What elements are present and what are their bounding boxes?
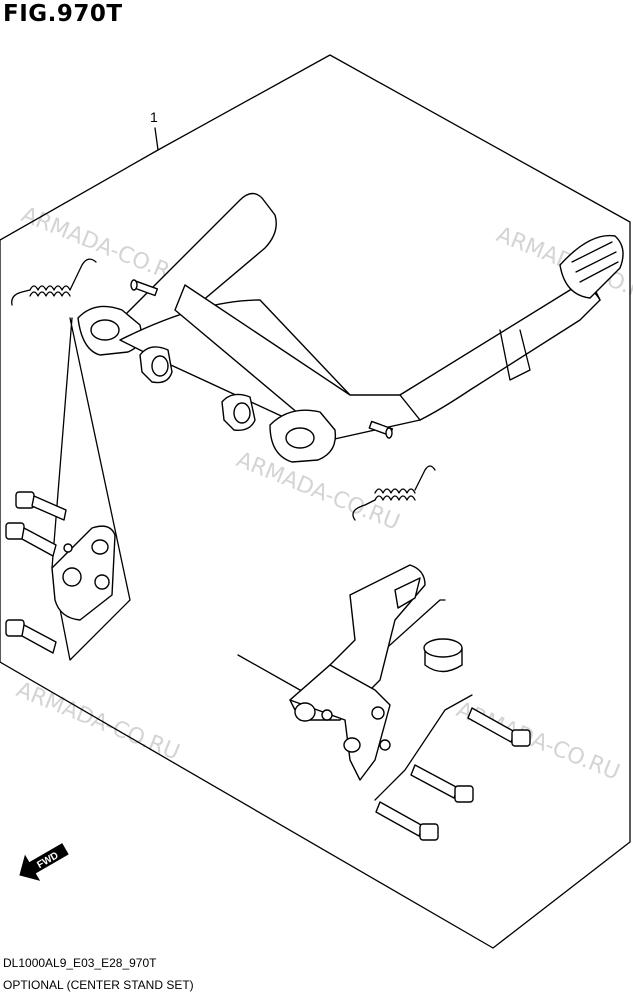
- return-spring-left: [11, 258, 97, 306]
- bolt-right-lower: [375, 801, 439, 841]
- return-spring-right: [352, 465, 436, 521]
- pivot-bracket-left: [51, 525, 116, 621]
- pivot-bracket-right: [289, 564, 426, 781]
- callout-number: 1: [150, 109, 158, 125]
- kit-boundary: [0, 54, 631, 949]
- diagram-code: DL1000AL9_E03_E28_970T: [3, 956, 157, 970]
- watermark-4: ARMADA-CO.RU: [13, 677, 183, 765]
- right-bolts-boundary: [374, 694, 473, 801]
- callout-leader: [154, 127, 159, 151]
- bolt-left-lower: [5, 619, 57, 654]
- figure-title: FIG.970T: [3, 1, 123, 27]
- bolt-right-middle: [410, 764, 474, 803]
- bolt-left-middle: [5, 522, 57, 557]
- center-stand-frame: [77, 192, 624, 463]
- watermark-5: ARMADA-CO.RU: [453, 697, 623, 785]
- fwd-label: FWD: [35, 850, 60, 871]
- diagram-caption: OPTIONAL (CENTER STAND SET): [3, 978, 194, 992]
- pivot-bushing-right: [221, 393, 256, 431]
- bolt-left-upper: [15, 491, 67, 521]
- forward-arrow-icon: FWD: [19, 843, 69, 881]
- bolt-right-upper: [467, 707, 531, 747]
- pivot-pin-right: [368, 420, 394, 439]
- rubber-damper: [423, 638, 463, 673]
- left-bracket-boundary: [51, 317, 131, 661]
- pivot-pin-left: [130, 279, 159, 297]
- pivot-bushing-left: [139, 346, 173, 384]
